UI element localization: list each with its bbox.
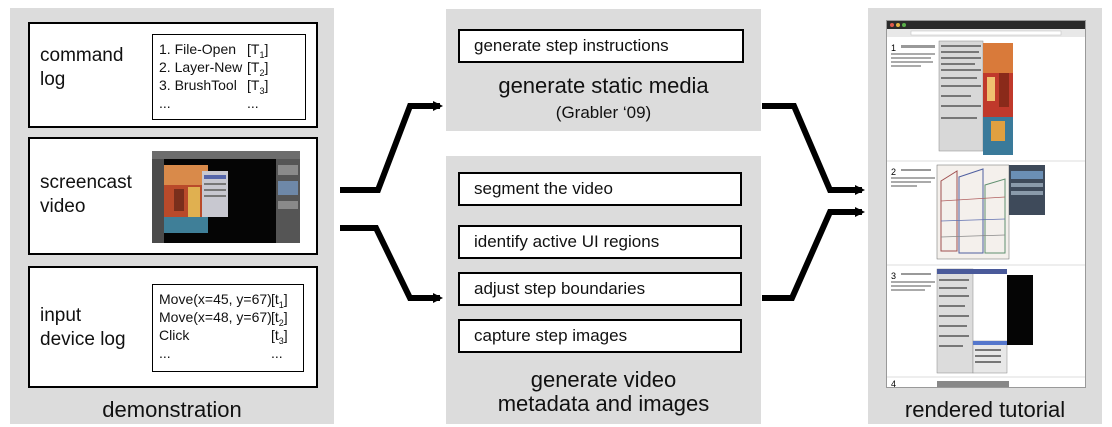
video-step-box: identify active UI regions	[458, 225, 742, 259]
arrow-static-to-tutorial	[762, 103, 865, 195]
input-log-row: Move(x=45, y=67)[t1]	[159, 290, 288, 310]
command-log-command: 2. Layer-New	[159, 59, 243, 75]
command-log-row: 2. Layer-New[T2]	[159, 58, 268, 78]
input-device-log-label: input device log	[40, 305, 126, 350]
screencast-box: screencast video	[28, 137, 318, 255]
tutorial-screenshot: 1 2	[886, 20, 1086, 388]
grabler-citation: (Grabler ‘09)	[555, 103, 652, 122]
command-log-timestamp: ...	[247, 95, 259, 111]
tutorial-step-3-number: 3	[891, 271, 896, 281]
input-log-timestamp: [t3]	[271, 327, 288, 346]
command-log-timestamp: [T2]	[247, 59, 269, 78]
command-log-row: ......	[159, 94, 259, 112]
video-step-box: segment the video	[458, 172, 742, 206]
command-log-row: 1. File-Open [T1]	[159, 40, 268, 60]
command-log-command: ...	[159, 95, 171, 111]
screencast-thumbnail	[152, 151, 300, 243]
command-log-timestamp: [T1]	[247, 41, 269, 60]
command-log-command: 3. BrushTool	[159, 77, 237, 93]
command-log-list: 1. File-Open[T1]2. Layer-New[T2]3. Brush…	[152, 34, 306, 120]
video-step-box: adjust step boundaries	[458, 272, 742, 306]
arrow-demo-to-static	[340, 101, 443, 193]
video-metadata-caption: generate video metadata and images	[497, 367, 710, 416]
input-device-log-box: input device log Move(x=45, y=67)[t1]Mov…	[28, 266, 318, 388]
tutorial-step-2-number: 2	[891, 167, 896, 177]
command-log-box: command log 1. File-Open [T1]2. Layer-New…	[28, 22, 318, 128]
command-log-row: 3. BrushTool [T3]	[159, 76, 268, 96]
screencast-thumbnail-image	[152, 151, 300, 243]
arrow-video-to-tutorial	[762, 207, 865, 301]
input-log-row: ......	[159, 344, 283, 362]
input-device-log-list: Move(x=45, y=67)[t1]Move(x=48, y=67)[t2]…	[152, 284, 304, 372]
screencast-label: screencast video	[40, 172, 132, 217]
input-log-command: ...	[159, 345, 171, 361]
command-log-command: 1. File-Open	[159, 41, 237, 57]
input-log-command: Move(x=45, y=67)	[159, 291, 272, 307]
command-log-label: command log	[40, 45, 124, 90]
input-log-row: Move(x=48, y=67)[t2]	[159, 308, 288, 328]
static-media-caption: generate static media	[498, 73, 709, 98]
arrow-demo-to-video	[340, 225, 443, 303]
video-step-box: capture step images	[458, 319, 742, 353]
command-log-timestamp: [T3]	[247, 77, 269, 96]
input-log-timestamp: [t1]	[271, 291, 288, 310]
generate-step-instructions-box: generate step instructions	[458, 29, 744, 63]
tutorial-image: 1 2	[887, 21, 1085, 387]
input-log-timestamp: [t2]	[271, 309, 288, 328]
input-log-row: Click [t3]	[159, 326, 288, 346]
tutorial-step-1-number: 1	[891, 43, 896, 53]
rendered-tutorial-caption: rendered tutorial	[904, 397, 1066, 422]
demonstration-caption: demonstration	[102, 397, 242, 422]
input-log-command: Click	[159, 327, 190, 343]
input-log-command: Move(x=48, y=67)	[159, 309, 272, 325]
input-log-timestamp: ...	[271, 345, 283, 361]
tutorial-step-4-number: 4	[891, 379, 896, 387]
